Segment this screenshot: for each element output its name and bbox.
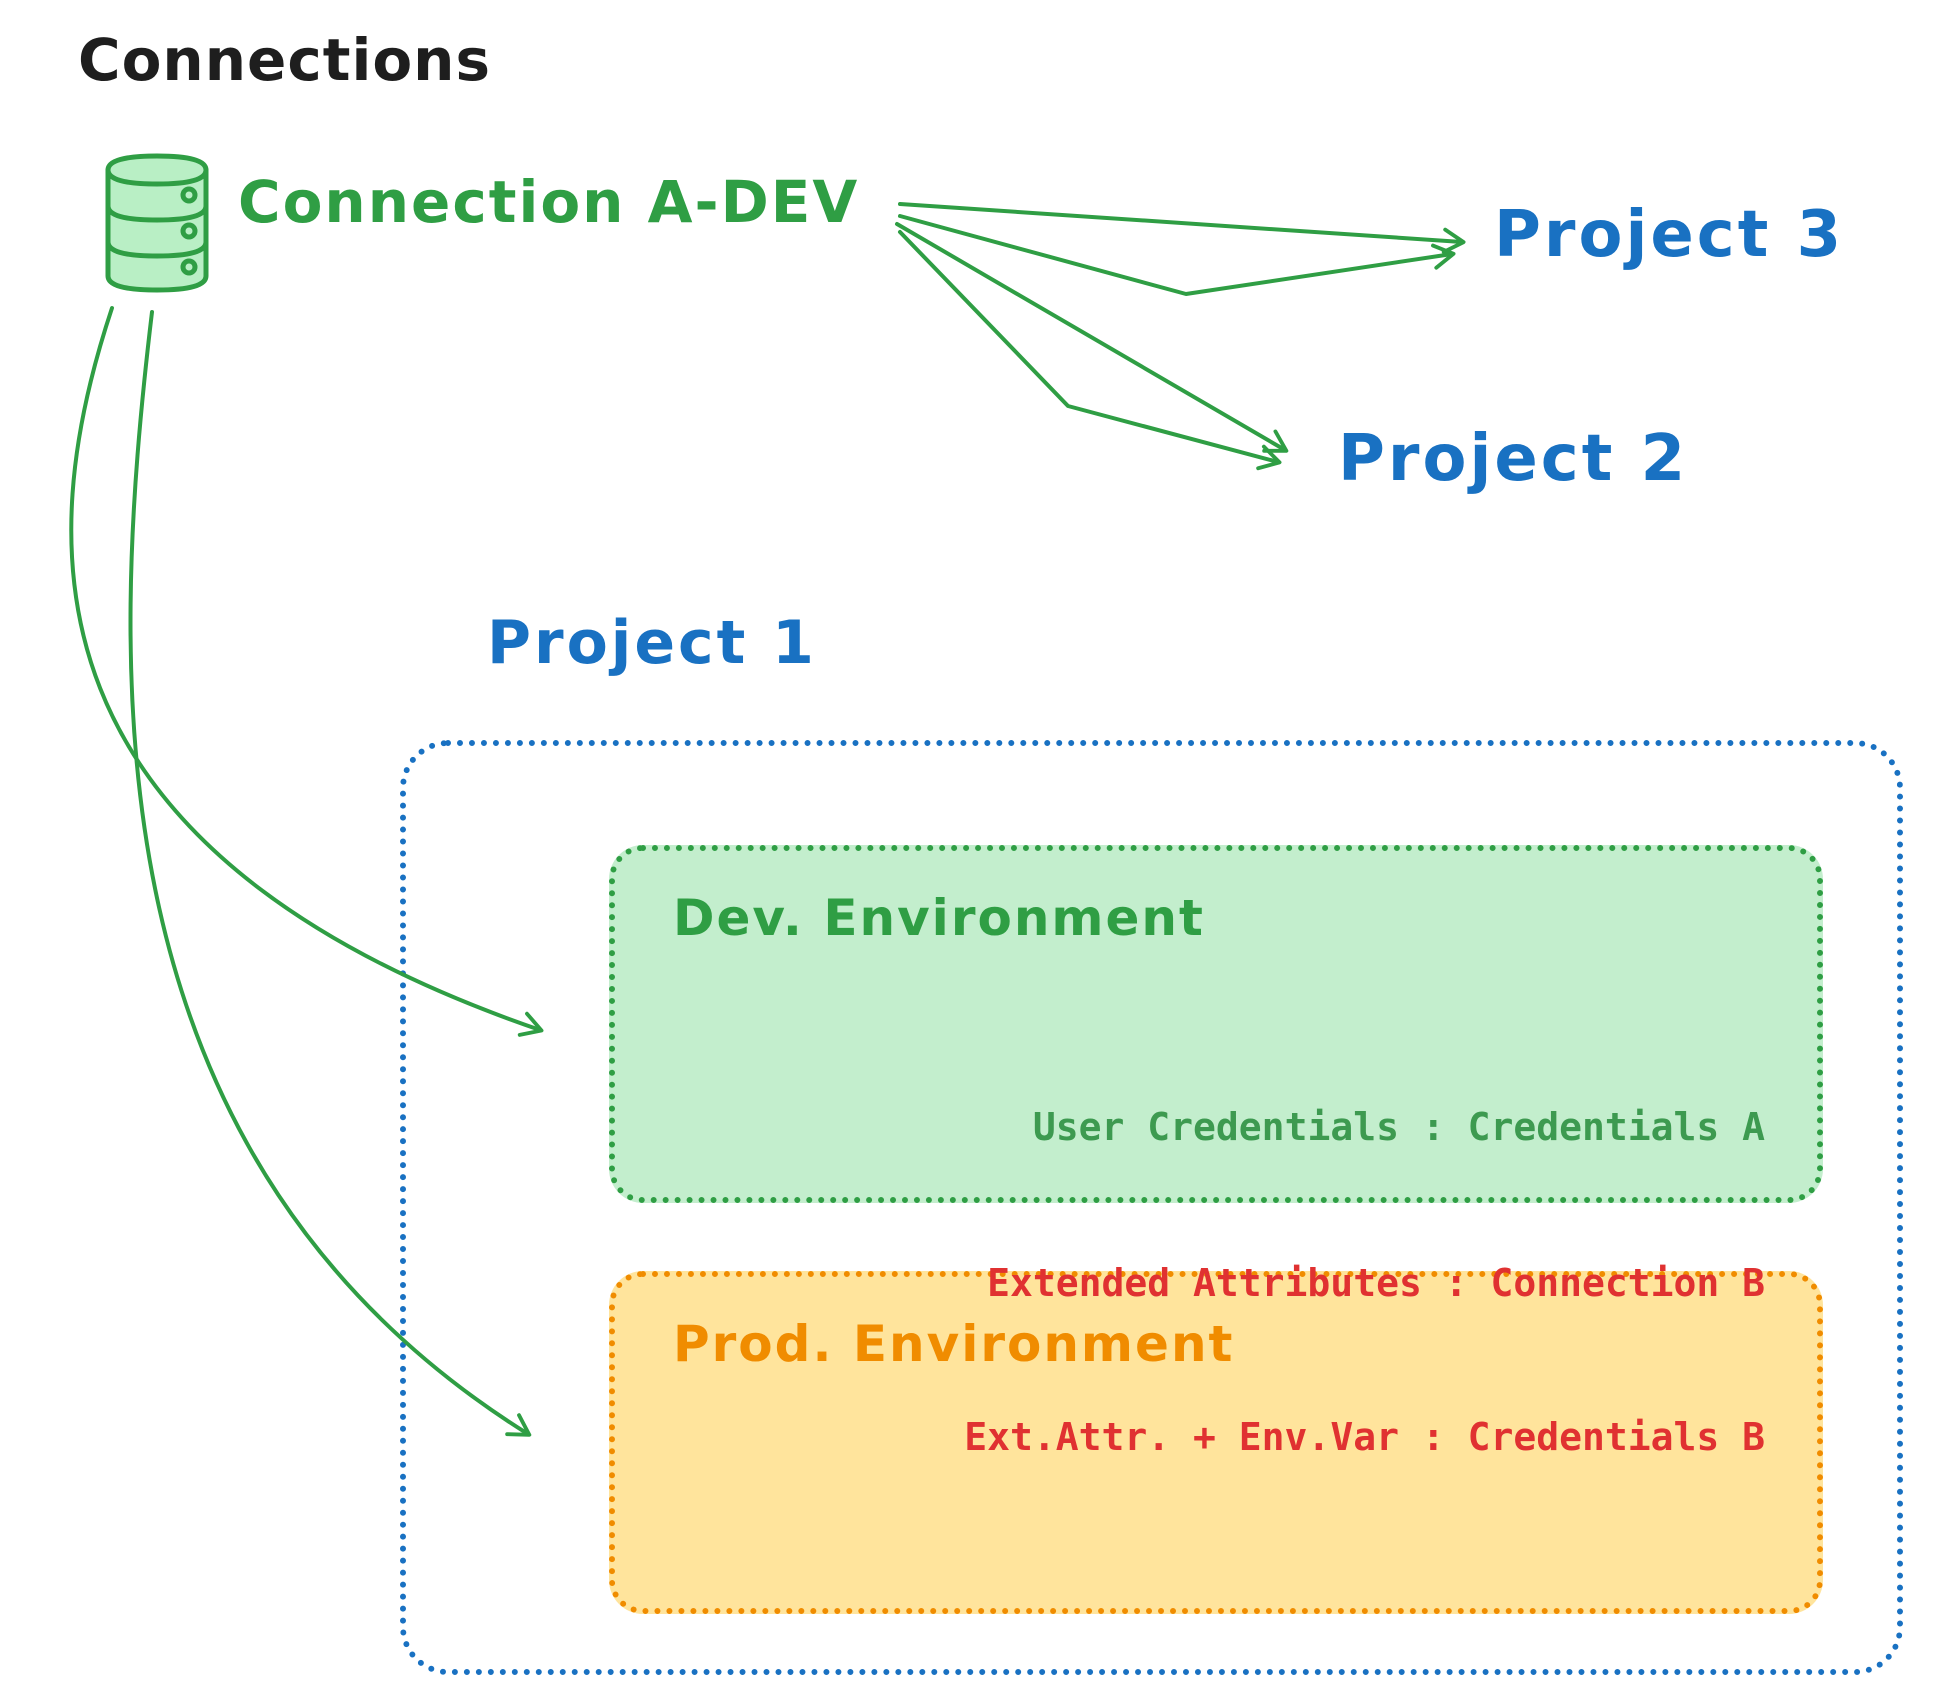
connection-a-dev-label: Connection A-DEV (238, 168, 860, 236)
prod-environment-details: Extended Attributes : Connection B Ext.A… (964, 1156, 1765, 1566)
prod-environment-title: Prod. Environment (673, 1315, 1235, 1373)
dev-environment-title: Dev. Environment (673, 889, 1205, 947)
prod-environment-line1: Extended Attributes : Connection B (987, 1261, 1765, 1306)
prod-environment-line2: Ext.Attr. + Env.Var : Credentials B (964, 1415, 1765, 1460)
project-1-label: Project 1 (487, 608, 817, 678)
arrow-adev-to-project2-alt (898, 230, 1282, 471)
arrow-adev-to-project3 (898, 202, 1466, 254)
dev-environment-box: Dev. Environment User Credentials : Cred… (609, 845, 1823, 1203)
arrow-adev-to-project2 (895, 222, 1289, 453)
project-2-label: Project 2 (1338, 422, 1689, 496)
dev-environment-credentials: User Credentials : Credentials A (1032, 1105, 1765, 1149)
arrow-adev-to-project3-alt (898, 214, 1456, 296)
diagram-title: Connections (78, 26, 491, 94)
database-icon (98, 148, 216, 298)
prod-environment-box: Prod. Environment Extended Attributes : … (609, 1261, 1823, 1614)
project-3-label: Project 3 (1494, 198, 1845, 272)
